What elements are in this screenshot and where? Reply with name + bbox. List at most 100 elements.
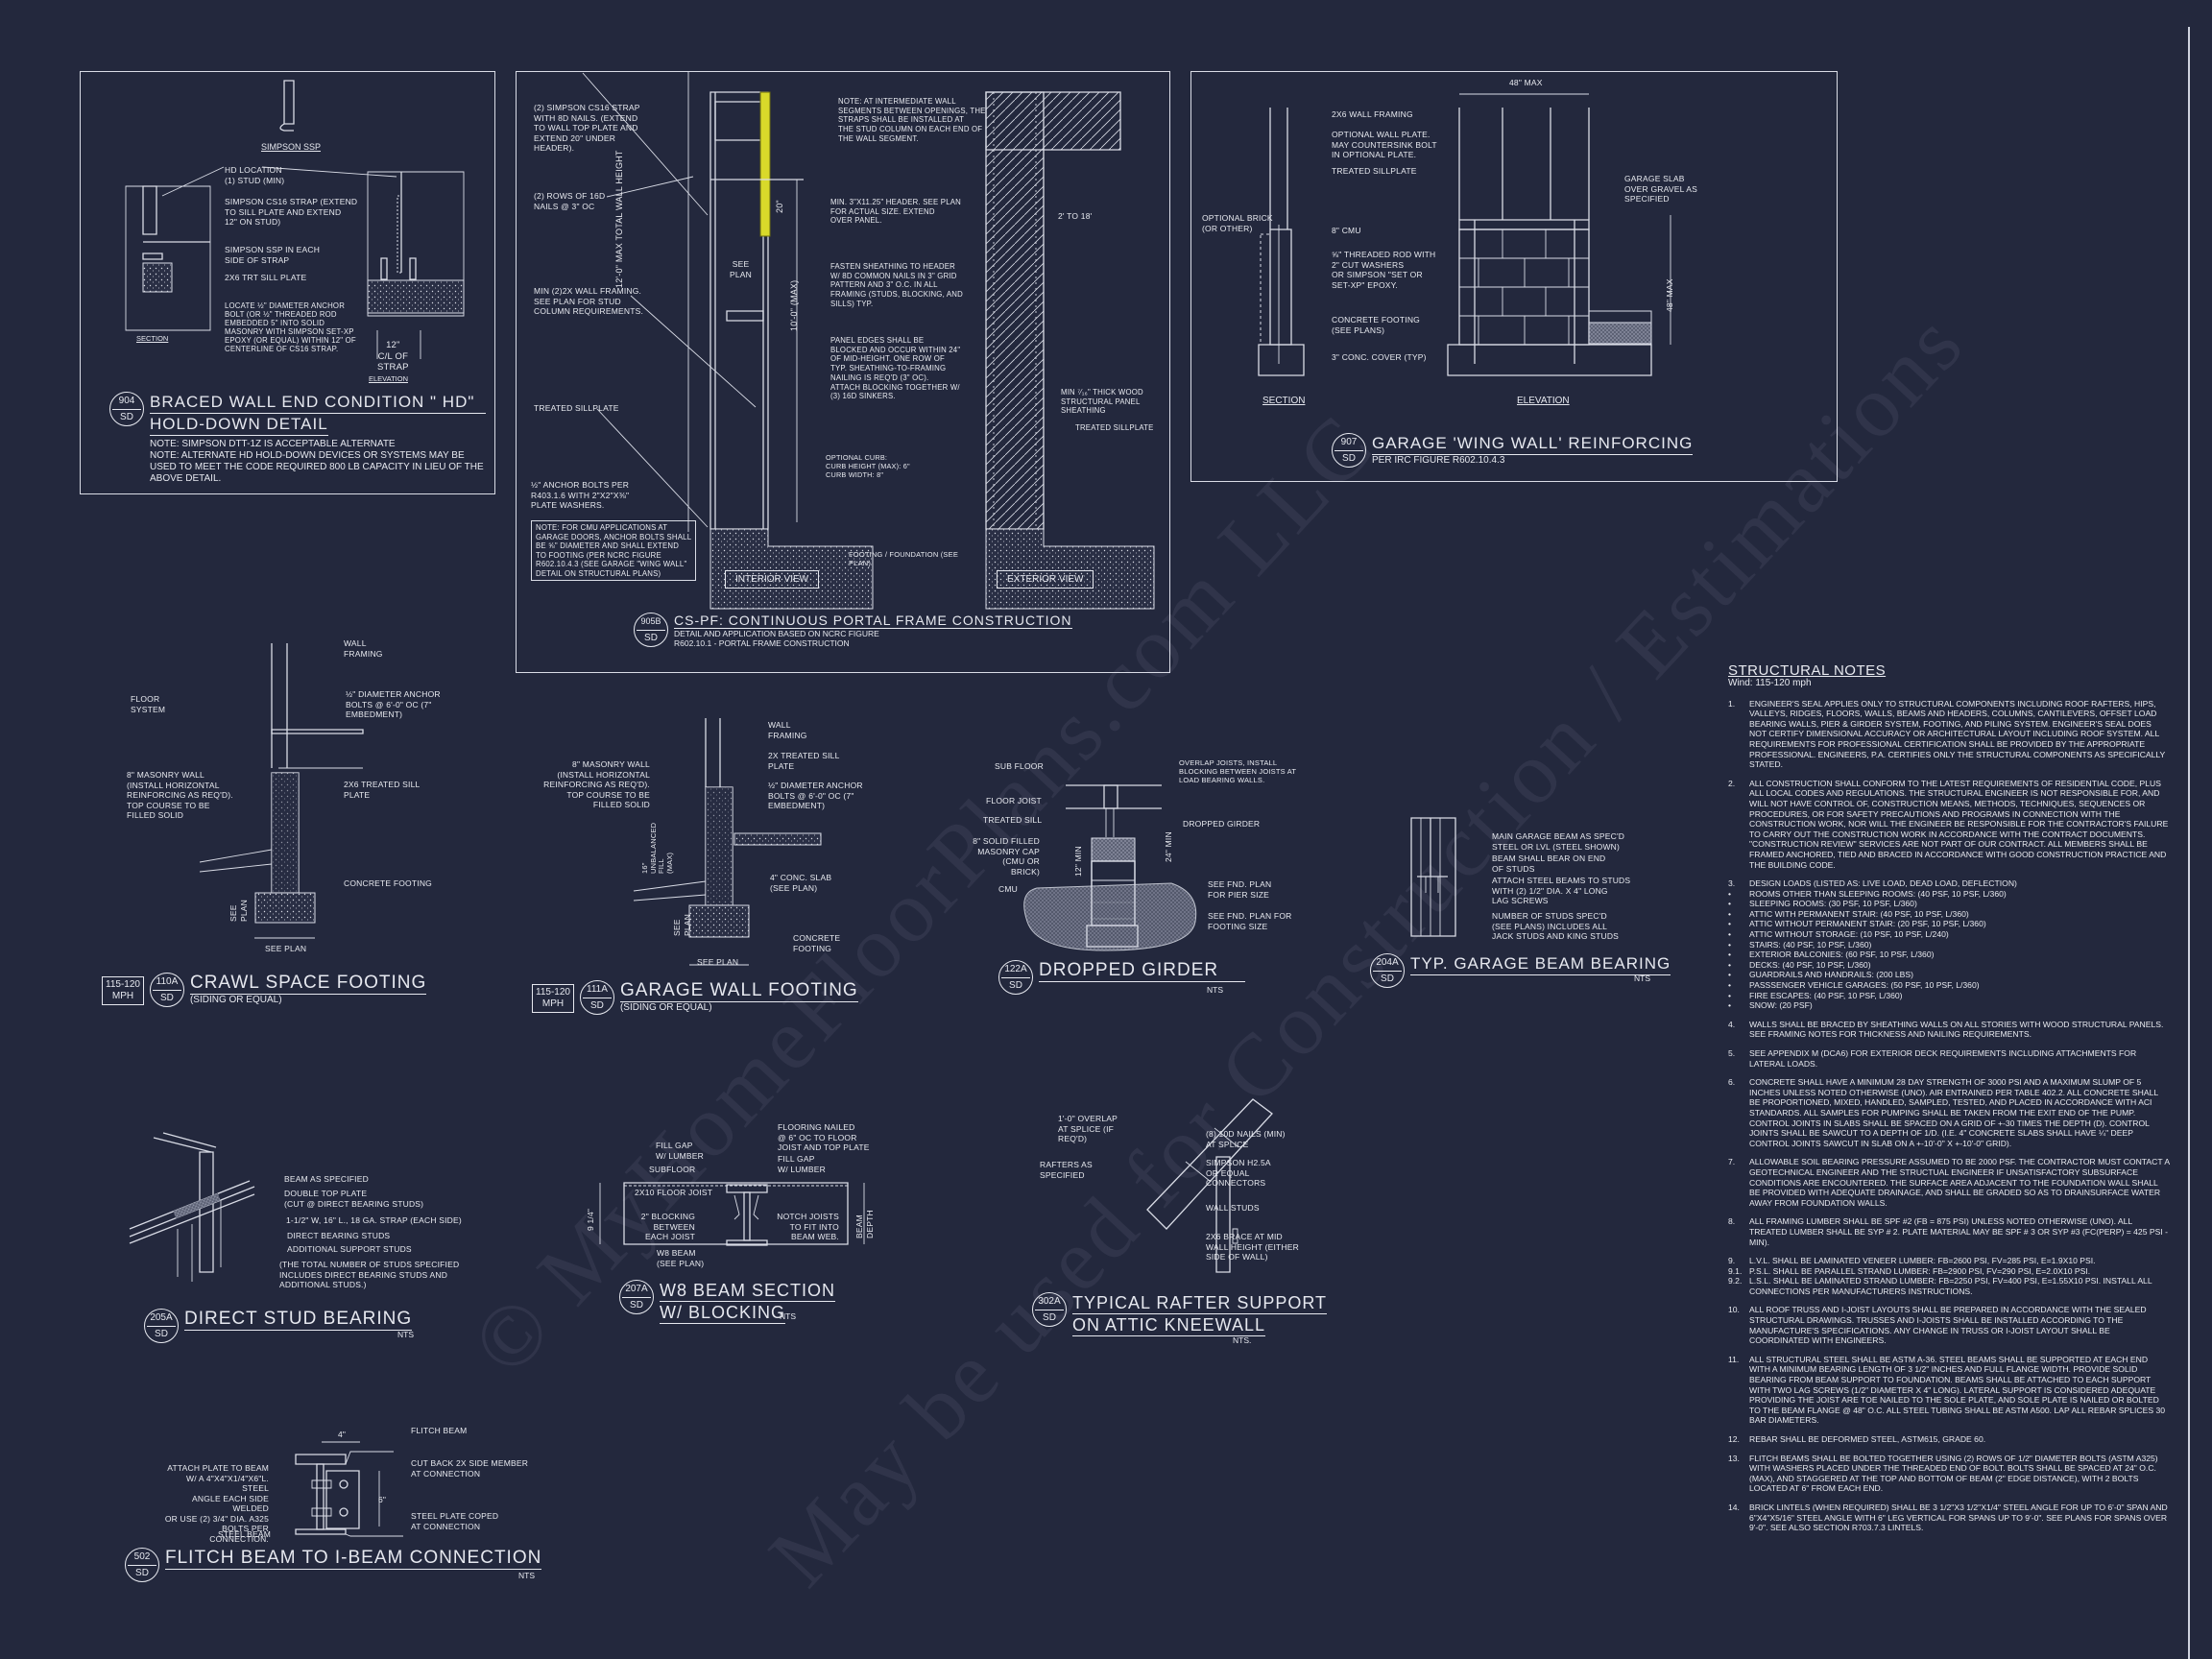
note-item: 9.2.L.S.L. SHALL BE LAMINATED STRAND LUM… [1728,1276,2152,1296]
dim-see-plan-111a: SEE PLAN [697,957,739,967]
note-item: 5.SEE APPENDIX M (DCA6) FOR EXTERIOR DEC… [1728,1048,2137,1069]
load-item: •FIRE ESCAPES: (40 PSF, 10 PSF, L/360) [1728,990,1903,1000]
detail-207a-title-2: W/ BLOCKING [660,1303,786,1324]
detail-302a-title-1: TYPICAL RAFTER SUPPORT [1072,1293,1328,1314]
section-label: SECTION [136,334,169,343]
detail-302a-drawing [1018,1085,1344,1277]
detail-904-note-1: NOTE: SIMPSON DTT-1Z IS ACCEPTABLE ALTER… [150,439,396,449]
note-item: 13.FLITCH BEAMS SHALL BE BOLTED TOGETHER… [1728,1453,2158,1494]
callout-hd-location: HD LOCATION (1) STUD (MIN) [225,165,285,185]
callout-2x10-joist: 2x10 FLOOR JOIST [635,1188,713,1197]
callout-beam-as-specified: BEAM AS SPECIFIED [284,1174,369,1184]
load-item: •ATTIC WITHOUT STORAGE: (10 PSF, 10 PSF,… [1728,929,1949,940]
interior-view-label: INTERIOR VIEW [725,570,820,589]
detail-904-title: BRACED WALL END CONDITION " HD" [150,392,486,414]
callout-treated-sillplate-907: TREATED SILLPLATE [1332,166,1417,176]
detail-111a-sub: (SIDING OR EQUAL) [619,1002,712,1013]
detail-905b-sub-2: R602.10.1 - PORTAL FRAME CONSTRUCTION [674,638,850,648]
callout-rafters-as-specified: RAFTERS AS SPECIFIED [1040,1160,1093,1180]
detail-905b-frame [516,71,1170,673]
callout-2in-blocking: 2" BLOCKING BETWEEN EACH JOIST [640,1212,695,1241]
detail-905b-title: CS-PF: CONTINUOUS PORTAL FRAME CONSTRUCT… [674,613,1072,629]
callout-subfloor: SUBFLOOR [649,1165,696,1174]
callout-masonry-wall-111a: 8" MASONRY WALL (INSTALL HORIZONTAL REIN… [543,759,650,809]
load-item: •ROOMS OTHER THAN SLEEPING ROOMS: (40 PS… [1728,888,2007,899]
detail-907-sub: PER IRC FIGURE R602.10.4.3 [1372,455,1505,466]
callout-2x6-brace: 2X6 BRACE AT MID WALL HEIGHT (EITHER SID… [1206,1232,1299,1262]
detail-302a-title-2: ON ATTIC KNEEWALL [1072,1315,1266,1336]
dim-20in: 20" [775,200,784,213]
callout-ssp-each-side: SIMPSON SSP IN EACH SIDE OF STRAP [225,245,321,265]
load-item: •STAIRS: (40 PSF, 10 PSF, L/360) [1728,939,1872,950]
dim-12in-min: 12" MIN [1073,846,1083,877]
callout-overlap-splice: 1'-0" OVERLAP AT SPLICE (IF REQ'D) [1058,1114,1118,1143]
callout-floor-joist: FLOOR JOIST [986,796,1042,805]
callout-masonry-cap: 8" SOLID FILLED MASONRY CAP (CMU OR BRIC… [973,836,1040,877]
callout-number-of-studs: NUMBER OF STUDS SPEC'D (SEE PLANS) INCLU… [1492,911,1620,941]
structural-notes-title: STRUCTURAL NOTES [1728,662,1887,679]
load-item: •ATTIC WITHOUT PERMANENT STAIR: (20 PSF,… [1728,919,1986,929]
note-item: 11.ALL STRUCTURAL STEEL SHALL BE ASTM A-… [1728,1354,2166,1426]
callout-2x6-framing: 2x6 WALL FRAMING [1332,109,1413,119]
callout-10d-nails: (8) 10d NAILS (MIN) AT SPLICE [1206,1129,1286,1149]
callout-treated-sillplate-int: TREATED SILLPLATE [534,403,619,413]
note-item: 9.1.P.S.L. SHALL BE PARALLEL STRAND LUMB… [1728,1265,2091,1276]
callout-attach-plate: ATTACH PLATE TO BEAM W/ A 4"x4"x1/4"x6"L… [164,1463,269,1544]
dim-see-plan-vert-111a: SEE PLAN [672,913,692,936]
dim-9-1-4: 9 1/4" [586,1208,595,1231]
callout-pier-size: SEE FND. PLAN FOR PIER SIZE [1208,879,1272,900]
detail-905b-sub-1: DETAIL AND APPLICATION BASED ON NCRC FIG… [674,629,879,638]
callout-steel-plate-coped: STEEL PLATE COPED AT CONNECTION [411,1511,499,1531]
callout-wood-panel-sheathing: MIN ⁷⁄₁₆" THICK WOOD STRUCTURAL PANEL SH… [1061,388,1143,415]
callout-anchor-bolts-111a: ½" DIAMETER ANCHOR BOLTS @ 6'-0" OC (7" … [768,781,863,810]
dim-24in-min: 24" MIN [1164,831,1173,862]
callout-simpson-h25a: SIMPSON H2.5A OR EQUAL CONNECTORS [1206,1158,1271,1188]
callout-cut-back-2x: CUT BACK 2x SIDE MEMBER AT CONNECTION [411,1458,529,1479]
callout-sill-plate-110a: 2x6 TREATED SILL PLATE [344,780,421,800]
dim-total-wall-height: 12'-0" MAX TOTAL WALL HEIGHT [614,150,624,288]
load-item: •EXTERIOR BALCONIES: (60 PSF, 10 PSF, L/… [1728,950,1935,960]
callout-wall-framing: MIN (2)2X WALL FRAMING. SEE PLAN FOR STU… [534,286,644,316]
callout-wall-framing-111a: WALL FRAMING [768,720,807,740]
callout-conc-slab: 4" CONC. SLAB (SEE PLAN) [770,873,832,893]
detail-122a-drawing [960,749,1344,979]
nts-207a: NTS [780,1311,796,1321]
note-item: 14.BRICK LINTELS (WHEN REQUIRED) SHALL B… [1728,1502,2168,1533]
callout-fasten-sheathing: FASTEN SHEATHING TO HEADER W/ 8d COMMON … [830,262,963,308]
detail-904-frame [80,71,495,494]
note-item: 8.ALL FRAMING LUMBER SHALL BE SPF #2 (Fb… [1728,1216,2168,1247]
callout-overlap-joists: OVERLAP JOISTS, INSTALL BLOCKING BETWEEN… [1179,758,1297,784]
note-item: 10.ALL ROOF TRUSS AND I-JOIST LAYOUTS SH… [1728,1305,2147,1346]
load-item: •SNOW: (20 PSF) [1728,1000,1813,1011]
callout-concrete-footing-111a: CONCRETE FOOTING [793,933,841,953]
callout-wall-studs: WALL STUDS [1206,1203,1260,1213]
detail-502-title: FLITCH BEAM TO I-BEAM CONNECTION [165,1548,542,1570]
callout-fill-gap-left: FILL GAP w/ LUMBER [656,1141,704,1161]
callout-direct-bearing-studs: DIRECT BEARING STUDS [287,1231,391,1240]
callout-fill-gap-right: FILL GAP w/ LUMBER [778,1154,826,1174]
callout-2-to-18ft: 2' TO 18' [1058,211,1093,221]
callout-footing-size: SEE FND. PLAN FOR FOOTING SIZE [1208,911,1292,931]
callout-masonry-wall-110a: 8" MASONRY WALL (INSTALL HORIZONTAL REIN… [127,770,233,820]
callout-optional-brick: OPTIONAL BRICK (OR OTHER) [1202,213,1273,233]
callout-sill-plate: 2x6 TRT SILL PLATE [225,273,307,282]
sheet-border-right [2188,27,2190,1659]
elevation-label-907: ELEVATION [1517,396,1570,406]
callout-anchor-bolt: LOCATE ½" DIAMETER ANCHOR BOLT (OR ½" TH… [225,301,356,353]
note-item: 1.ENGINEER'S SEAL APPLIES ONLY TO STRUCT… [1728,698,2166,770]
detail-110a-drawing [96,634,518,960]
detail-207a-drawing [576,1114,902,1258]
